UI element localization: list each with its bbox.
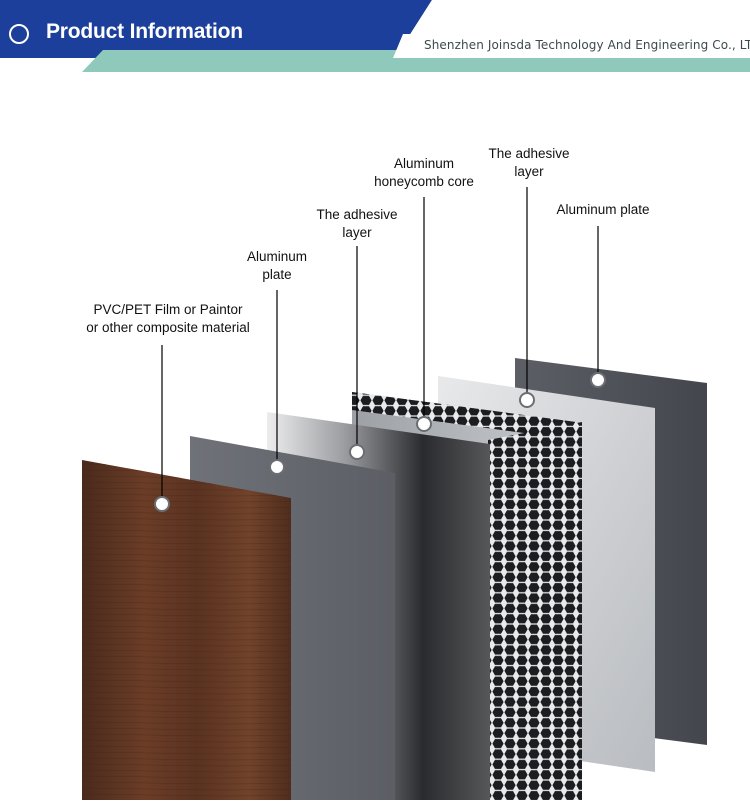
- endpoint-wood: [155, 497, 169, 511]
- endpoint-adhesive-back: [520, 393, 534, 407]
- endpoint-core: [417, 417, 431, 431]
- wood-grain: [82, 460, 291, 800]
- label-aluminum-plate-front: Aluminum plate: [232, 248, 322, 284]
- endpoint-plate-back: [591, 373, 605, 387]
- label-honeycomb-core: Aluminum honeycomb core: [364, 155, 484, 191]
- label-aluminum-plate-back: Aluminum plate: [548, 201, 658, 219]
- label-wood-film: PVC/PET Film or Paintor or other composi…: [80, 301, 256, 337]
- label-adhesive-front: The adhesive layer: [307, 206, 407, 242]
- honeycomb-core-side: [488, 422, 582, 800]
- label-adhesive-back: The adhesive layer: [477, 145, 581, 181]
- endpoint-adhesive-front: [350, 445, 364, 459]
- endpoint-plate-front: [270, 460, 284, 474]
